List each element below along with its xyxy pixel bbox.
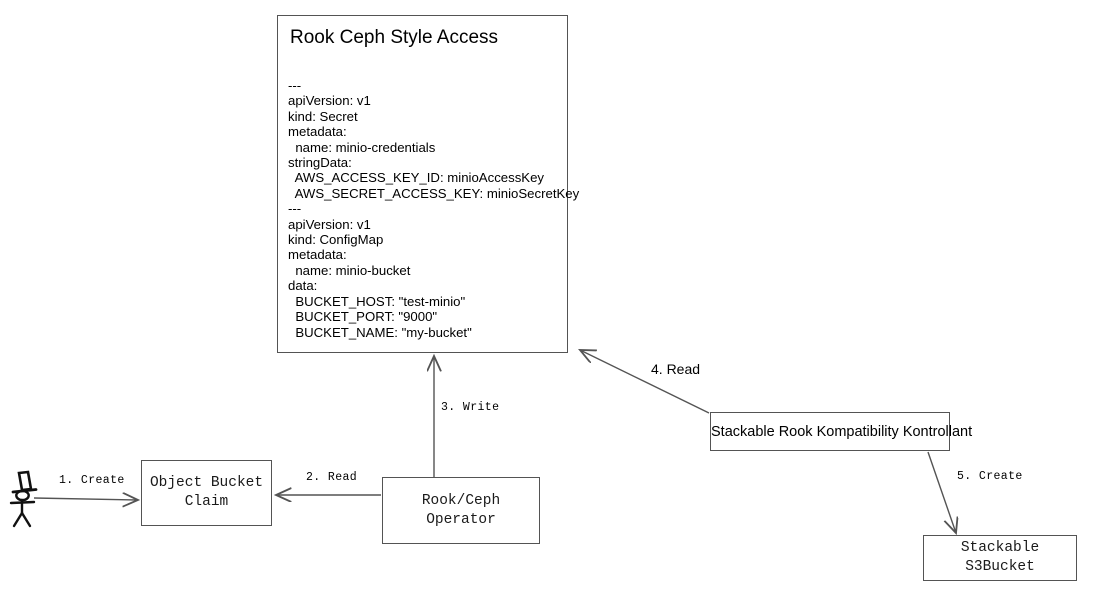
rook-ceph-style-access-card: Rook Ceph Style Access --- apiVersion: v… <box>277 15 579 353</box>
edge-label-read-2: 2. Read <box>306 471 358 484</box>
node-stackable-controller-label: Stackable Rook Kompatibility Kontrollant <box>711 423 973 440</box>
edge-read-4 <box>580 350 710 414</box>
node-object-bucket-claim-label: Object Bucket Claim <box>149 475 264 510</box>
edge-label-create-5: 5. Create <box>957 470 1023 483</box>
node-object-bucket-claim[interactable]: Object Bucket Claim <box>141 460 272 526</box>
node-stackable-s3bucket-label: Stackable S3Bucket <box>960 540 1040 575</box>
yaml-card-title: Rook Ceph Style Access <box>290 27 499 48</box>
node-stackable-rook-kompatibility-kontrollant[interactable]: Stackable Rook Kompatibility Kontrollant <box>710 412 973 451</box>
edge-label-create-1: 1. Create <box>59 474 125 487</box>
edge-create-1 <box>33 498 138 500</box>
node-rook-ceph-operator-label: Rook/Ceph Operator <box>421 492 501 528</box>
user-actor-icon <box>9 470 38 528</box>
edge-label-read-4: 4. Read <box>651 361 701 377</box>
node-stackable-s3bucket[interactable]: Stackable S3Bucket <box>923 535 1077 581</box>
edge-label-write-3: 3. Write <box>441 401 500 414</box>
yaml-card-body: --- apiVersion: v1 kind: Secret metadata… <box>288 78 580 340</box>
edge-create-5 <box>927 451 956 533</box>
node-rook-ceph-operator[interactable]: Rook/Ceph Operator <box>382 477 540 544</box>
